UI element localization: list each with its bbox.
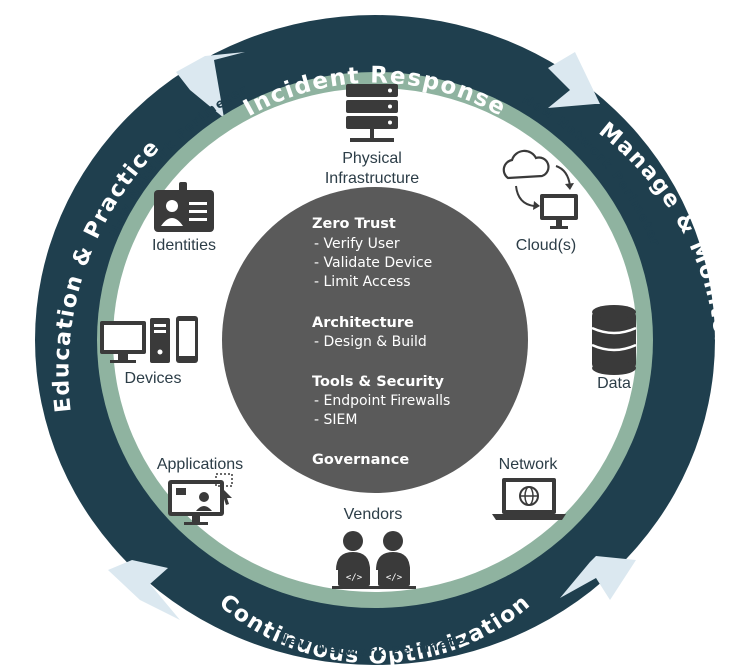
arrow-bottom-left bbox=[108, 560, 180, 620]
label-identities: Identities bbox=[152, 237, 216, 254]
cloud-sync-icon bbox=[502, 149, 578, 229]
arrow-top-left bbox=[176, 52, 245, 118]
arrow-bottom-right bbox=[560, 556, 636, 600]
node-applications: Applications bbox=[157, 456, 243, 525]
node-cloud: Cloud(s) bbox=[502, 149, 578, 254]
node-network: Network bbox=[492, 456, 566, 520]
label-data: Data bbox=[597, 375, 631, 392]
label-physical: Physical bbox=[342, 150, 402, 167]
center-tools-item: - SIEM bbox=[314, 412, 357, 428]
id-badge-icon bbox=[154, 182, 214, 232]
center-zero-trust-item: - Verify User bbox=[314, 236, 400, 252]
node-data: Data bbox=[591, 305, 637, 392]
center-architecture: Architecture - Design & Build bbox=[312, 315, 427, 350]
svg-text:</>: </> bbox=[346, 573, 363, 583]
label-applications: Applications bbox=[157, 456, 243, 473]
devices-icon bbox=[100, 316, 198, 363]
label-devices: Devices bbox=[125, 370, 182, 387]
cycle-arrows bbox=[108, 52, 636, 620]
center-zero-trust: Zero Trust - Verify User - Validate Devi… bbox=[312, 216, 432, 290]
label-network: Network bbox=[499, 456, 559, 473]
svg-text:</>: </> bbox=[386, 573, 403, 583]
center-tools-item: - Endpoint Firewalls bbox=[314, 393, 450, 409]
label-cloud: Cloud(s) bbox=[516, 237, 576, 254]
server-rack-icon bbox=[346, 84, 398, 142]
node-vendors: Vendors </> </> bbox=[332, 506, 416, 589]
center-architecture-title: Architecture bbox=[312, 315, 414, 331]
node-physical-infrastructure: Physical Infrastructure bbox=[325, 84, 419, 187]
center-tools-title: Tools & Security bbox=[312, 374, 444, 390]
developers-icon: </> </> bbox=[332, 531, 416, 589]
center-architecture-item: - Design & Build bbox=[314, 334, 427, 350]
node-devices: Devices bbox=[100, 316, 198, 387]
node-identities: Identities bbox=[152, 182, 216, 254]
center-governance-title: Governance bbox=[312, 452, 409, 468]
center-zero-trust-item: - Limit Access bbox=[314, 274, 411, 290]
label-vendors: Vendors bbox=[344, 506, 403, 523]
label-infrastructure: Infrastructure bbox=[325, 170, 419, 187]
center-zero-trust-title: Zero Trust bbox=[312, 216, 396, 232]
arrow-top-right bbox=[548, 52, 600, 108]
center-circle bbox=[222, 187, 528, 493]
application-window-icon bbox=[168, 473, 233, 525]
database-icon bbox=[591, 305, 637, 375]
center-tools: Tools & Security - Endpoint Firewalls - … bbox=[312, 374, 450, 428]
center-zero-trust-item: - Validate Device bbox=[314, 255, 432, 271]
laptop-globe-icon bbox=[492, 478, 566, 520]
